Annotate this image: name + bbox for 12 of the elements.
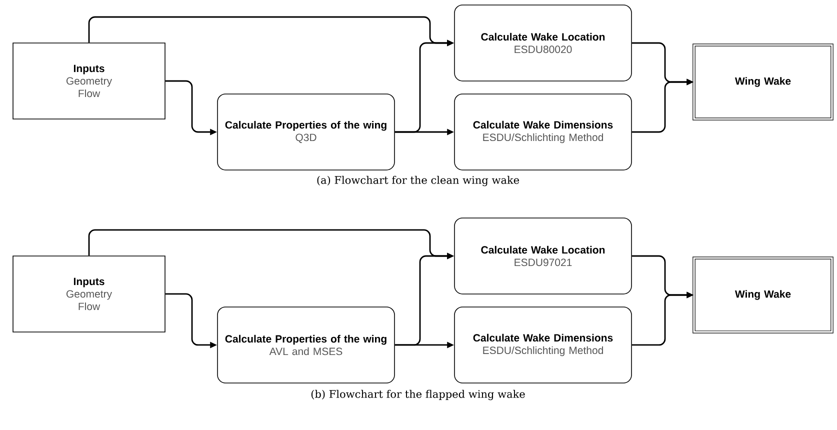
input-box: Inputs Geometry Flow bbox=[12, 256, 166, 332]
input-box: Inputs Geometry Flow bbox=[12, 42, 166, 120]
caption: (a) Flowchart for the clean wing wake bbox=[317, 176, 520, 186]
process-box: Calculate Wake Location ESDU97021 bbox=[454, 218, 632, 294]
process-box: Calculate Wake Dimensions ESDU/Schlichting Method bbox=[454, 306, 632, 384]
process-box: Calculate Properties of the wing AVL and MSES bbox=[217, 306, 395, 384]
output-box: Wing Wake bbox=[692, 44, 834, 120]
caption: (b) Flowchart for the flapped wing wake bbox=[311, 390, 525, 400]
process-box: Calculate Properties of the wing Q3D bbox=[217, 94, 395, 170]
output-box: Wing Wake bbox=[692, 256, 834, 334]
process-box: Calculate Wake Location ESDU80020 bbox=[454, 4, 632, 82]
process-box: Calculate Wake Dimensions ESDU/Schlichting Method bbox=[454, 94, 632, 170]
